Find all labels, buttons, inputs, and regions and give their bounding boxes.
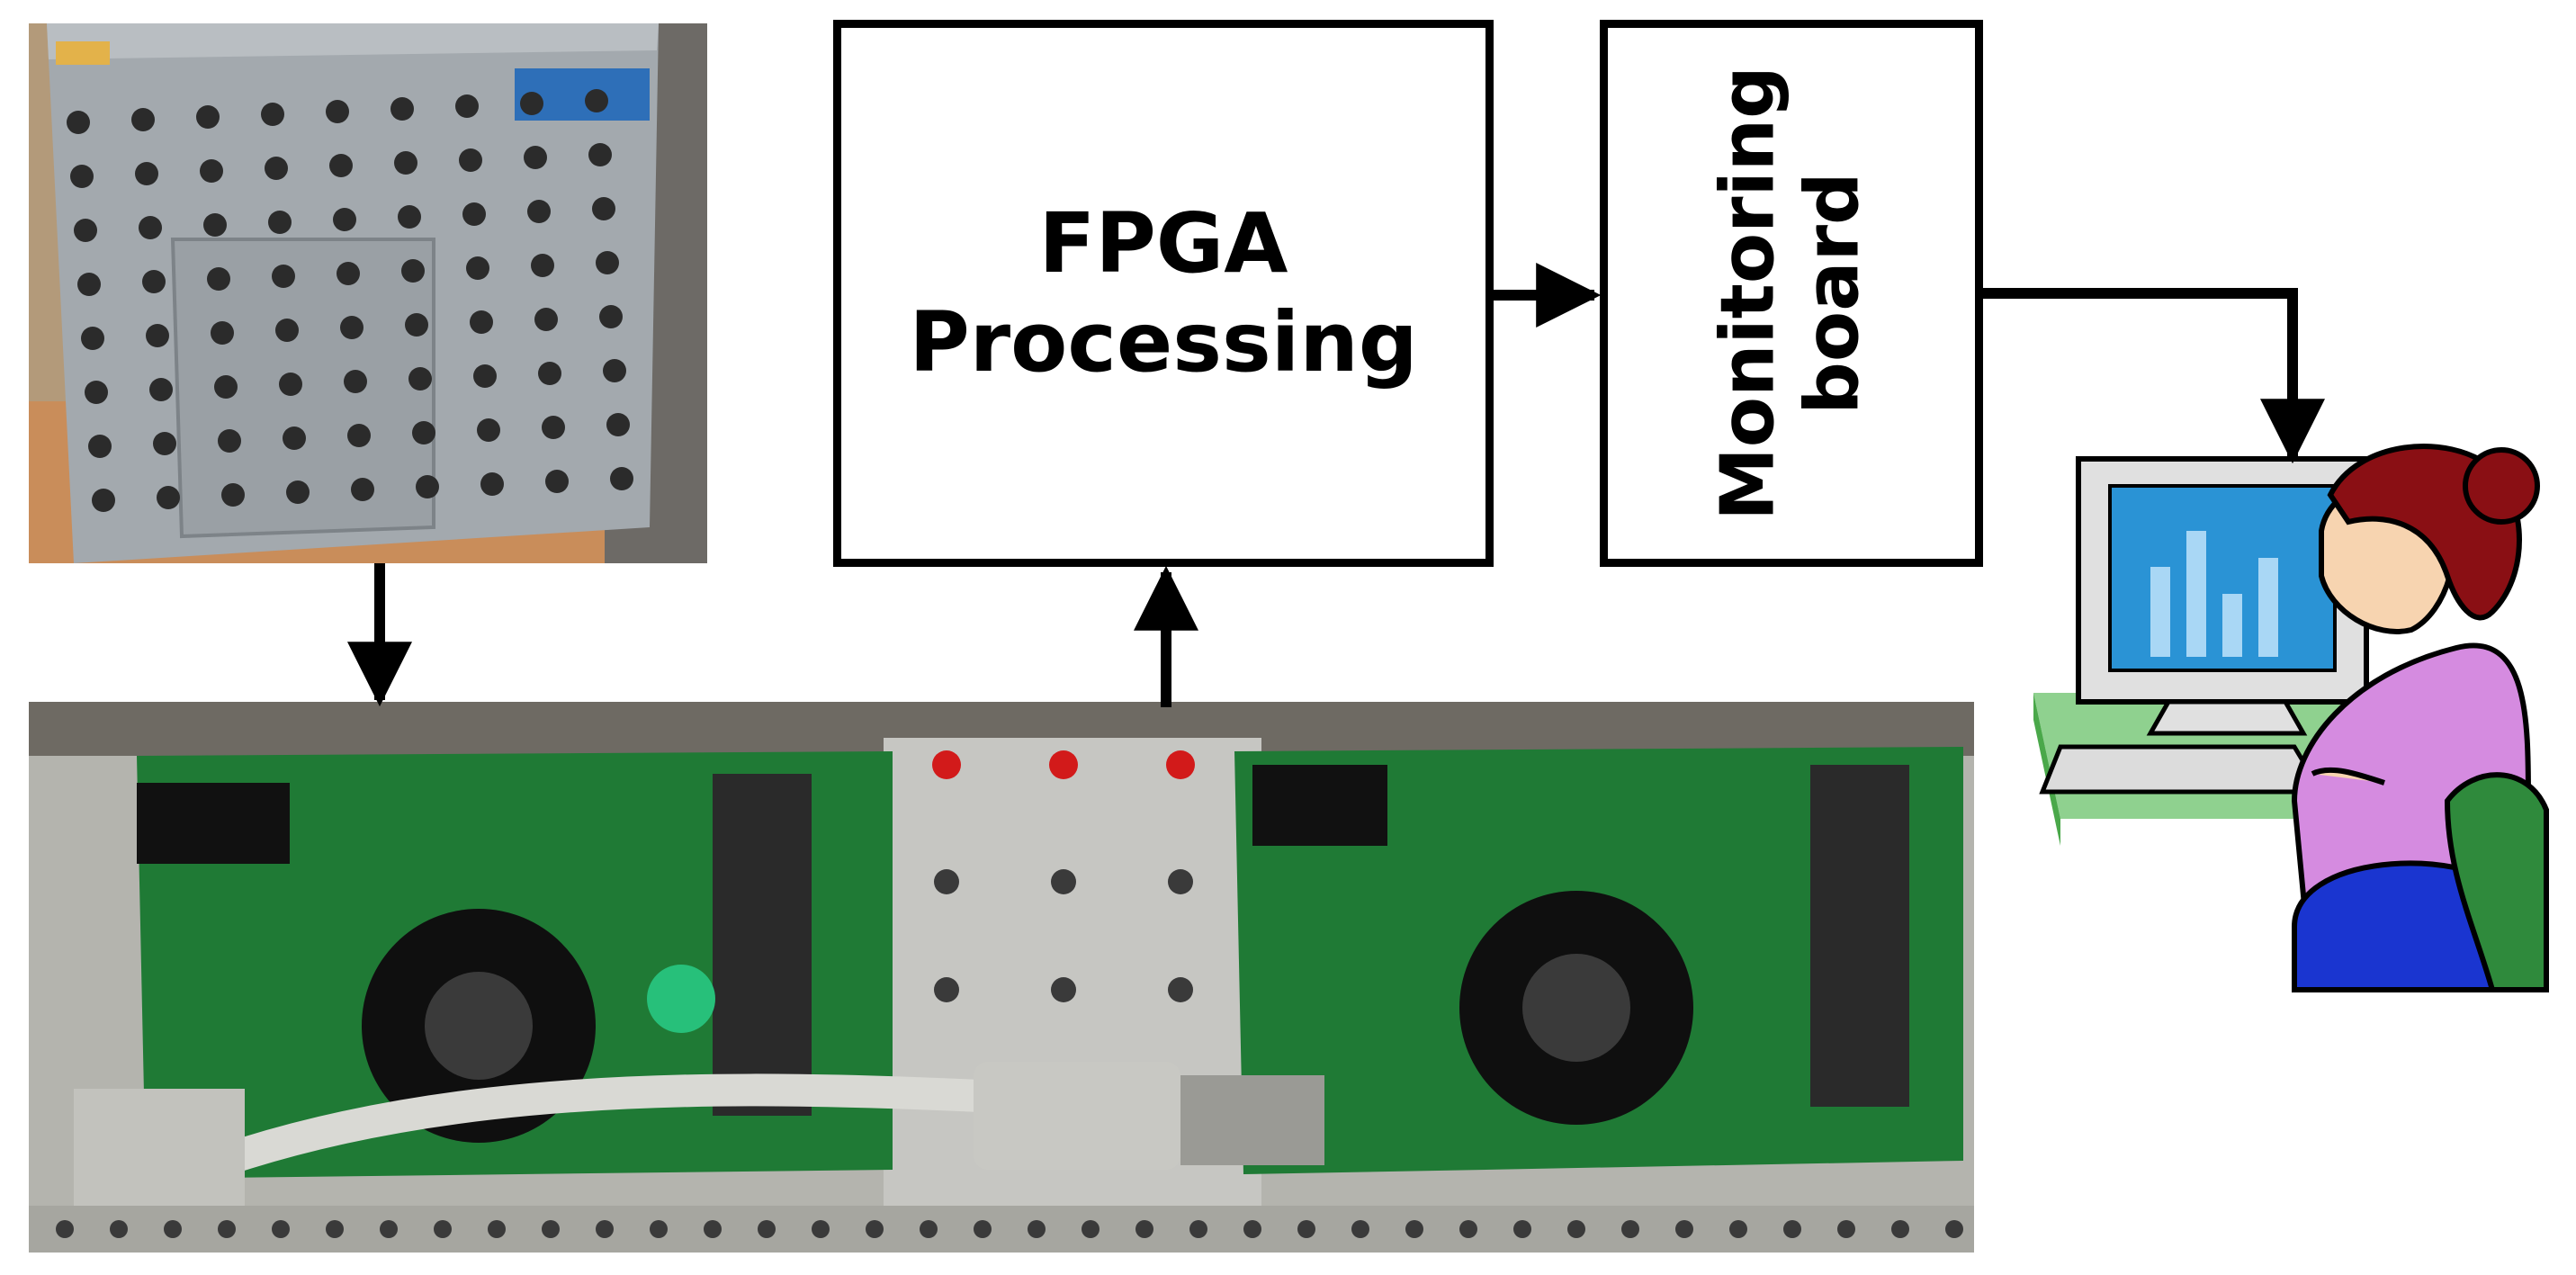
fpga-label-line1: FPGA: [1038, 194, 1288, 292]
monitoring-board-block: Monitoring board: [1600, 20, 1983, 567]
camera-boards-photo: [29, 702, 1974, 1253]
led-panel-photo: [29, 23, 707, 563]
fpga-processing-block: FPGA Processing: [833, 20, 1494, 567]
fpga-label-line2: Processing: [909, 294, 1418, 391]
user-at-computer-icon: [2033, 444, 2549, 992]
arrow-monitoring-to-user: [1983, 288, 2325, 464]
